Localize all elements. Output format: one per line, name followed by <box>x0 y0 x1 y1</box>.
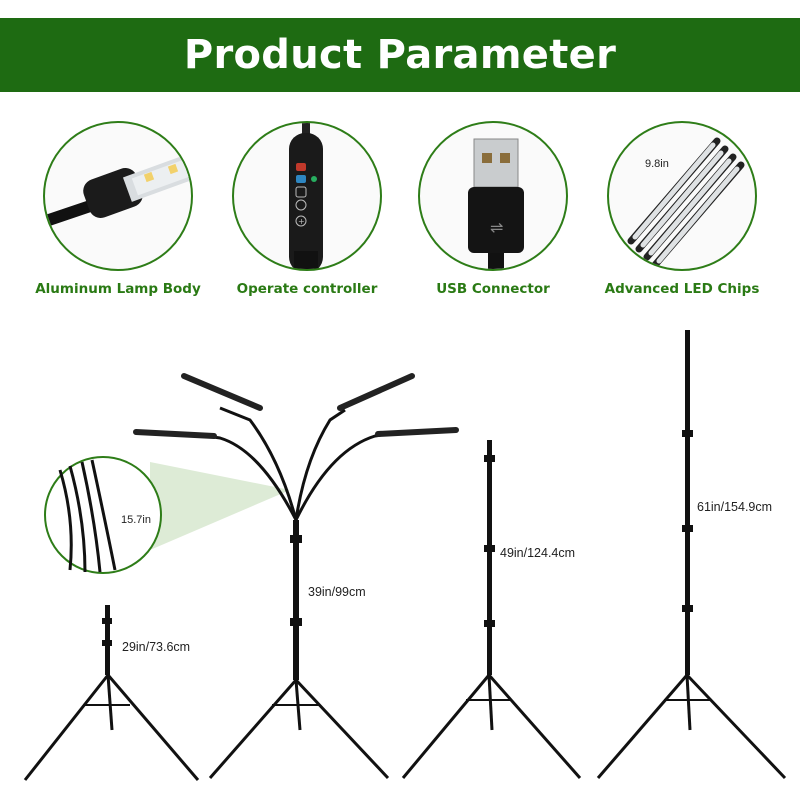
svg-text:+: + <box>298 217 305 226</box>
tripod-stand-1 <box>23 605 200 781</box>
feature-aluminum-lamp-body: Aluminum Lamp Body <box>35 121 201 297</box>
feature-label: Advanced LED Chips <box>604 281 760 297</box>
feature-image: ⇌ <box>418 121 568 271</box>
tripod-stand-4 <box>596 330 787 780</box>
feature-image: + <box>232 121 382 271</box>
height-label-stand-4: 61in/154.9cm <box>697 500 773 514</box>
controller-icon: + <box>289 123 323 269</box>
feature-operate-controller: + Operate controller <box>232 121 382 297</box>
zoom-beam <box>150 462 290 550</box>
led-length-label: 9.8in <box>645 158 669 170</box>
feature-label: USB Connector <box>436 281 550 297</box>
feature-usb-connector: ⇌ USB Connector <box>418 121 568 297</box>
feature-led-chips: 9.8in Advanced LED Chips <box>605 121 759 297</box>
feature-image <box>43 121 193 271</box>
header-banner: Product Parameter <box>0 18 800 92</box>
svg-text:⇌: ⇌ <box>490 218 503 237</box>
tripod-stands-illustration <box>23 330 787 781</box>
page-title: Product Parameter <box>183 32 617 78</box>
height-label-stand-1: 29in/73.6cm <box>122 640 191 654</box>
height-label-stand-2: 39in/99cm <box>308 585 366 599</box>
tripod-stand-3 <box>401 440 582 779</box>
usb-connector-icon: ⇌ <box>468 138 524 269</box>
aluminum-lamp-body-icon <box>45 150 191 228</box>
gooseneck-length-label: 15.7in <box>121 514 151 526</box>
led-chips-icon <box>627 137 745 269</box>
feature-label: Operate controller <box>236 281 378 297</box>
feature-label: Aluminum Lamp Body <box>35 281 201 297</box>
tripod-stand-2-with-lamps <box>133 373 459 780</box>
feature-image: 9.8in <box>607 121 757 271</box>
height-label-stand-3: 49in/124.4cm <box>500 546 576 560</box>
gooseneck-zoom-detail <box>58 459 117 573</box>
